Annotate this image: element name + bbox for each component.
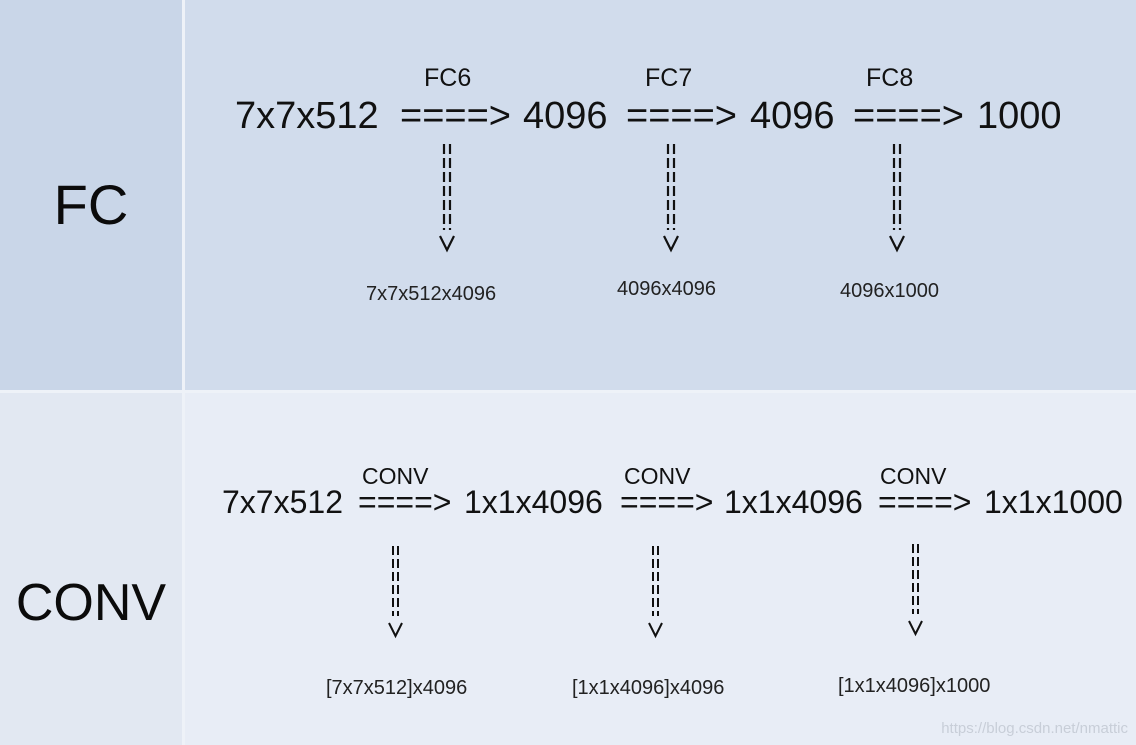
conv6-arrow: ====> (358, 484, 452, 520)
fc8-weight-shape: 4096x1000 (840, 280, 939, 302)
conv8-down-arrow-icon (908, 544, 923, 637)
conv7-weight-shape: [1x1x4096]x4096 (572, 677, 725, 699)
fc-row-label: FC (53, 173, 129, 236)
fc-content-cell (185, 0, 1136, 390)
conv7-output-shape: 1x1x4096 (724, 484, 863, 520)
conv6-output-shape: 1x1x4096 (464, 484, 603, 520)
fc6-weight-shape: 7x7x512x4096 (366, 283, 497, 305)
conv8-output-shape: 1x1x1000 (984, 484, 1123, 520)
conv-content-cell (185, 393, 1136, 745)
fc6-label: FC6 (424, 64, 472, 92)
conv6-label: CONV (362, 463, 429, 489)
conv8-arrow: ====> (878, 484, 972, 520)
conv-row-label: CONV (15, 574, 167, 632)
conv-input-shape: 7x7x512 (222, 484, 343, 520)
conv-label-cell: CONV (0, 393, 182, 745)
fc-label-cell: FC (0, 0, 182, 390)
fc6-arrow: ====> (400, 95, 511, 137)
fc6-output-shape: 4096 (523, 95, 608, 137)
fc8-down-arrow-icon (889, 144, 905, 253)
conv6-down-arrow-icon (388, 546, 403, 639)
fc-input-shape: 7x7x512 (235, 95, 379, 137)
fc6-down-arrow-icon (439, 144, 455, 253)
fc7-output-shape: 4096 (750, 95, 835, 137)
conv7-arrow: ====> (620, 484, 714, 520)
fc8-label: FC8 (866, 64, 914, 92)
fc7-weight-shape: 4096x4096 (617, 278, 716, 300)
conv7-down-arrow-icon (648, 546, 663, 639)
conv8-weight-shape: [1x1x4096]x1000 (838, 675, 991, 697)
fc7-arrow: ====> (626, 95, 737, 137)
conv7-label: CONV (624, 463, 691, 489)
conv6-weight-shape: [7x7x512]x4096 (326, 677, 468, 699)
fc7-label: FC7 (645, 64, 693, 92)
fc8-output-shape: 1000 (977, 95, 1062, 137)
conv8-label: CONV (880, 463, 947, 489)
fc8-arrow: ====> (853, 95, 964, 137)
conv-row: CONV (0, 393, 1136, 745)
watermark: https://blog.csdn.net/nmattic (941, 720, 1128, 737)
fc7-down-arrow-icon (663, 144, 679, 253)
fc-row: FC (0, 0, 1136, 390)
